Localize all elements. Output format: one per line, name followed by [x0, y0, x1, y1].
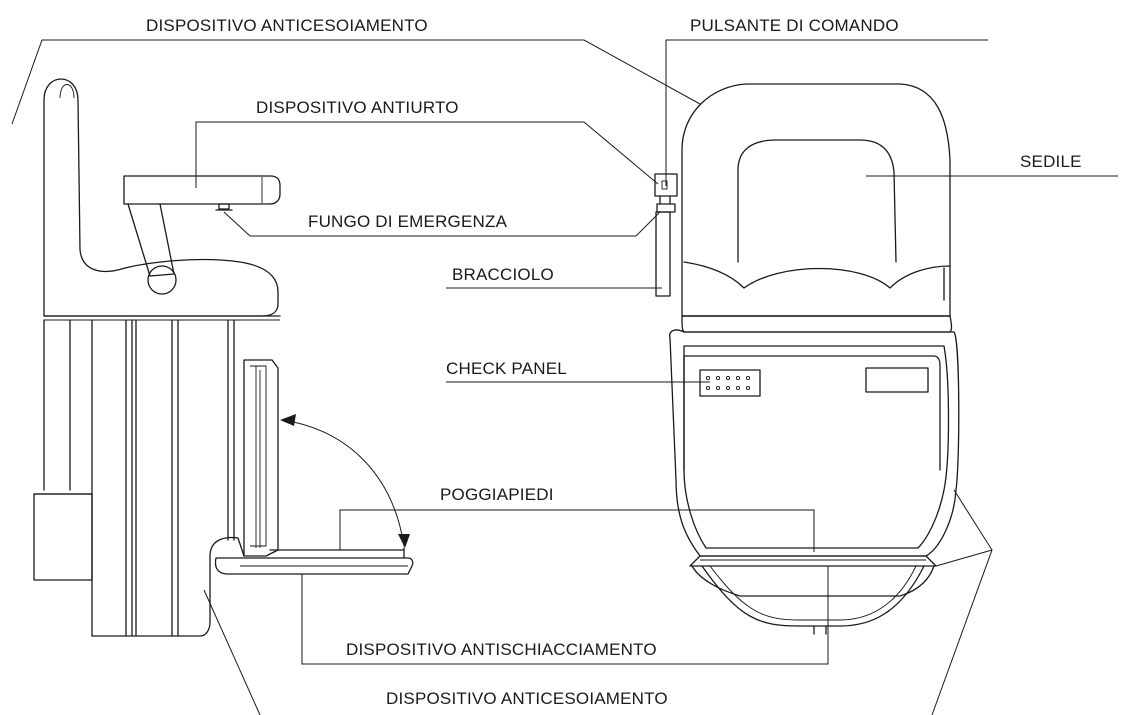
front-armrest	[655, 211, 671, 297]
side-seat-back	[43, 78, 279, 317]
side-motor-box	[33, 493, 93, 581]
footrest-swing-arrow	[281, 419, 405, 547]
label-fungo-di-emergenza: FUNGO DI EMERGENZA	[308, 212, 508, 231]
side-rail-column	[33, 319, 235, 637]
front-footrest	[691, 565, 935, 597]
label-anticesoiamento-top: DISPOSITIVO ANTICESOIAMENTO	[146, 16, 428, 35]
front-seat-back	[681, 83, 951, 317]
front-cushion	[737, 139, 897, 263]
label-sedile: SEDILE	[1020, 152, 1082, 171]
label-antischiacciamento: DISPOSITIVO ANTISCHIACCIAMENTO	[346, 640, 657, 659]
display-window	[865, 367, 929, 393]
label-check-panel: CHECK PANEL	[446, 359, 567, 378]
label-pulsante-di-comando: PULSANTE DI COMANDO	[690, 16, 899, 35]
labels: DISPOSITIVO ANTICESOIAMENTO PULSANTE DI …	[146, 16, 1082, 708]
front-view	[654, 83, 960, 635]
front-lower-body	[681, 315, 953, 333]
check-panel	[699, 369, 761, 397]
side-view	[33, 78, 414, 637]
side-armrest	[123, 175, 281, 205]
side-footrest	[209, 359, 414, 575]
label-bracciolo: BRACCIOLO	[452, 265, 554, 284]
label-poggiapiedi: POGGIAPIEDI	[440, 485, 554, 504]
label-anticesoiamento-bottom: DISPOSITIVO ANTICESOIAMENTO	[386, 689, 668, 708]
leader-lines	[11, 39, 1118, 715]
label-antiurto: DISPOSITIVO ANTIURTO	[256, 98, 459, 117]
